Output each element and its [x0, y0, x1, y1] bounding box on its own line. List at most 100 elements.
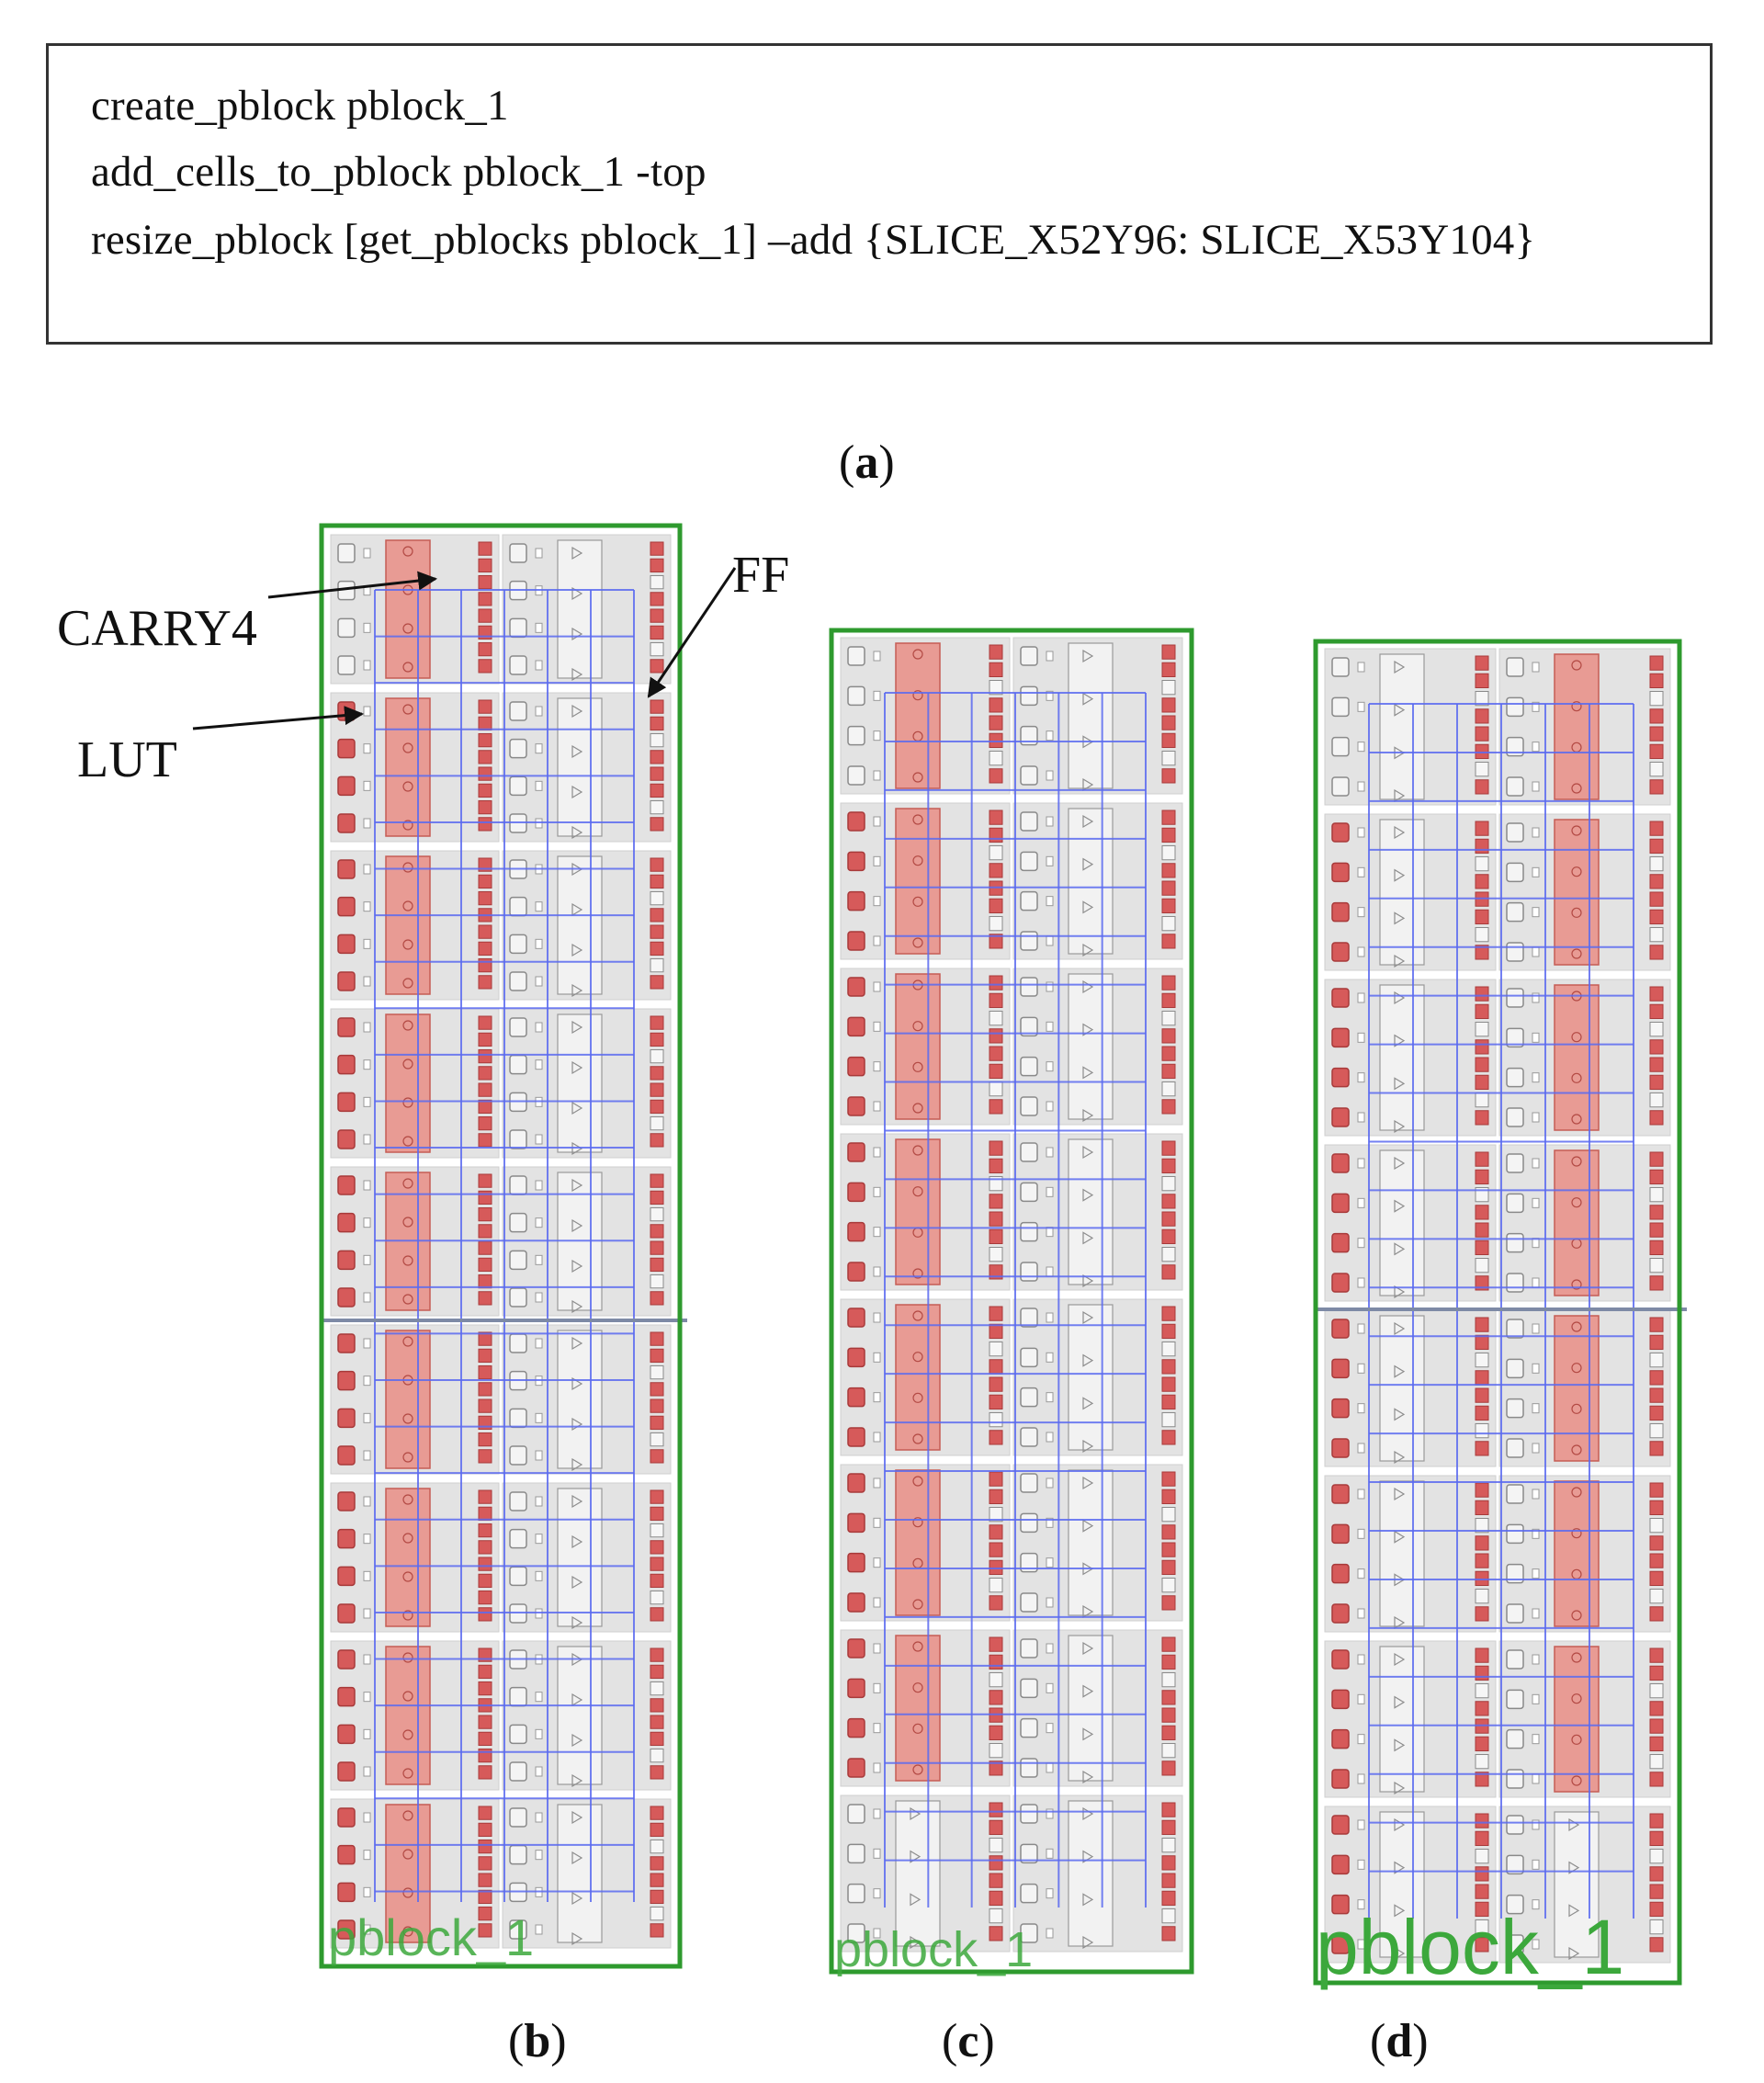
panel-c-tile3-slice0-lut	[847, 1262, 865, 1282]
panel-c-tile2-slice1-ff	[1161, 1046, 1176, 1061]
caption-b: (b)	[508, 2015, 567, 2067]
panel-b-tile1-slice1-mux-glyph	[571, 825, 583, 840]
panel-d-tile5-slice0-mux-glyph	[1394, 1615, 1406, 1630]
panel-c-tile0-slice0-ff	[989, 697, 1003, 713]
panel-d-tile6-slice1-ff	[1649, 1665, 1664, 1681]
panel-b-tile1-slice1-pin	[535, 706, 543, 717]
panel-d-tile7-slice0-ff	[1475, 1830, 1489, 1846]
panel-d-tile5-slice0-ff	[1475, 1589, 1489, 1604]
panel-b-tile7-slice1-mux-glyph	[571, 1692, 583, 1707]
panel-b-tile0-slice0-ff	[478, 541, 492, 556]
panel-d-tile1-slice0-ff	[1475, 856, 1489, 872]
panel-c-tile3-slice0-carry-mux	[912, 1145, 923, 1156]
panel-b-tile0-slice0-ff	[478, 575, 492, 590]
panel-c-tile1-slice1-pin	[1046, 896, 1054, 907]
panel-c-tile0-slice0-lut	[847, 765, 865, 786]
panel-c-tile0-slice1-ff	[1161, 751, 1176, 766]
panel-b-tile0-slice0-carry-mux	[402, 546, 413, 557]
panel-b-tile4-slice1-ff	[650, 1207, 664, 1222]
panel-d-tile3-slice0-ff	[1475, 1151, 1489, 1167]
panel-c-tile7-slice0-mux-glyph	[910, 1850, 922, 1863]
panel-b-tile8-slice1-pin	[535, 1850, 543, 1861]
panel-c-tile1-slice0-carry-mux	[912, 814, 923, 825]
panel-c-tile1-slice1-lut	[1020, 811, 1038, 832]
panel-b-tile0-slice0-carry4	[385, 539, 431, 679]
panel-c-tile2-slice0-ff	[989, 1063, 1003, 1079]
panel-d-tile7-slice1-ff	[1649, 1901, 1664, 1917]
panel-c-tile7-slice0-mux-glyph	[910, 1935, 922, 1950]
panel-d-tile1-slice1-carry4	[1554, 819, 1600, 966]
panel-d-tile5-slice1-carry-mux	[1571, 1568, 1582, 1579]
panel-d-tile2-slice1-lut	[1506, 1107, 1524, 1127]
panel-d-tile0-slice1-ff	[1649, 726, 1664, 742]
panel-c-tile7-slice1-ff	[1161, 1819, 1176, 1835]
panel-c-tile7-slice1-lut	[1020, 1883, 1038, 1904]
panel-c-tile5-slice1-mux-glyph	[1082, 1562, 1094, 1576]
panel-b-tile5-slice1-lut	[509, 1370, 527, 1391]
panel-d-tile2-slice1-ff	[1649, 1074, 1664, 1090]
panel-d-tile5-slice1-pin	[1532, 1528, 1540, 1539]
panel-d-tile3-slice0-lut	[1331, 1153, 1350, 1173]
panel-d-tile2-slice0-lut	[1331, 1027, 1350, 1048]
panel-b-tile5-slice1-pin	[535, 1450, 543, 1461]
panel-b-tile1-slice1-pin	[535, 780, 543, 791]
panel-b-tile5-slice0-pin	[363, 1412, 371, 1423]
panel-b-tile3-slice1-ff	[650, 1133, 664, 1148]
panel-b-tile3-slice1-pin	[535, 1059, 543, 1070]
panel-d-tile4-slice0-ff	[1475, 1334, 1489, 1350]
panel-c-tile4-slice1-lut	[1020, 1427, 1038, 1447]
panel-d-tile4-slice1-ff	[1649, 1334, 1664, 1350]
panel-b-tile8-slice1-mux-glyph	[571, 1810, 583, 1825]
panel-b-tile4-slice1-mux-glyph	[571, 1218, 583, 1233]
panel-d-tile6-slice1-carry-mux	[1571, 1693, 1582, 1704]
panel-b-tile2-slice1-ff	[650, 857, 664, 872]
panel-d-tile1-slice0-lut	[1331, 822, 1350, 843]
panel-c-tile2-slice1-ff	[1161, 1099, 1176, 1115]
callout-ff: FF	[732, 547, 790, 604]
panel-b-tile8-slice0-ff	[478, 1923, 492, 1938]
panel-d-tile4-slice0-ff	[1475, 1353, 1489, 1368]
panel-d-tile2-slice1-carry-mux	[1571, 1114, 1582, 1125]
panel-d-tile4-slice1-carry-mux	[1571, 1444, 1582, 1455]
panel-b-tile8-slice0-carry-mux	[402, 1849, 413, 1860]
panel-d-tile7-slice0-ff	[1475, 1813, 1489, 1828]
panel-c-tile5-slice0-ff	[989, 1524, 1003, 1540]
panel-b-tile0-slice1-pin	[535, 660, 543, 671]
panel-c-tile1-slice0-ff	[989, 880, 1003, 896]
panel-c-tile4-slice1-pin	[1046, 1432, 1054, 1443]
panel-b-tile1-slice1-mux-glyph	[571, 785, 583, 799]
panel-c-tile6-slice0-ff	[989, 1654, 1003, 1670]
panel-b-tile7-slice1-ff	[650, 1731, 664, 1746]
slice-tile	[1012, 637, 1183, 795]
panel-d-tile2-slice0-ff	[1475, 1092, 1489, 1108]
panel-c-tile1-slice1-ff	[1161, 934, 1176, 949]
panel-d-tile6-slice0-pin	[1357, 1693, 1365, 1704]
panel-d-tile4-slice1-ff	[1649, 1387, 1664, 1403]
panel-d-tile2-slice0-ff	[1475, 986, 1489, 1002]
panel-c-tile5-slice0-carry-mux	[912, 1599, 923, 1610]
panel-c-tile2-slice0-carry4	[895, 973, 941, 1120]
panel-b-tile2-slice1-lut	[509, 896, 527, 917]
panel-b-tile1-slice1-ff	[650, 699, 664, 714]
panel-b-tile5-slice1-mux-glyph	[571, 1417, 583, 1432]
panel-b-tile6-slice1-mux-block	[557, 1488, 603, 1627]
panel-d-tile6-slice1-lut	[1506, 1649, 1524, 1670]
panel-c-tile2-slice0-ff	[989, 975, 1003, 991]
panel-d-tile4-slice0-ff	[1475, 1370, 1489, 1386]
panel-c-tile4-slice0-ff	[989, 1323, 1003, 1339]
panel-d-tile7-slice0-ff	[1475, 1866, 1489, 1882]
panel-b-tile7-slice1-mux-block	[557, 1646, 603, 1785]
slice-tile	[330, 534, 500, 685]
panel-b-tile6-slice1-pin	[535, 1496, 543, 1507]
panel-b-tile3-slice0-ff	[478, 1049, 492, 1064]
panel-c-tile1-slice1-lut	[1020, 931, 1038, 951]
panel-c-tile1-slice0-ff	[989, 827, 1003, 843]
panel-c-tile6-slice1-ff	[1161, 1654, 1176, 1670]
panel-b-tile5-slice0-ff	[478, 1331, 492, 1346]
panel-d-tile0-slice0-pin	[1357, 781, 1365, 792]
panel-d-tile1-slice0-mux-glyph	[1394, 825, 1406, 840]
panel-c-tile6-slice1-mux-glyph	[1082, 1641, 1094, 1656]
panel-c-tile1-slice0-pin	[873, 896, 881, 907]
panel-d-tile4-slice1-ff	[1649, 1370, 1664, 1386]
slice-tile	[1498, 1309, 1671, 1467]
